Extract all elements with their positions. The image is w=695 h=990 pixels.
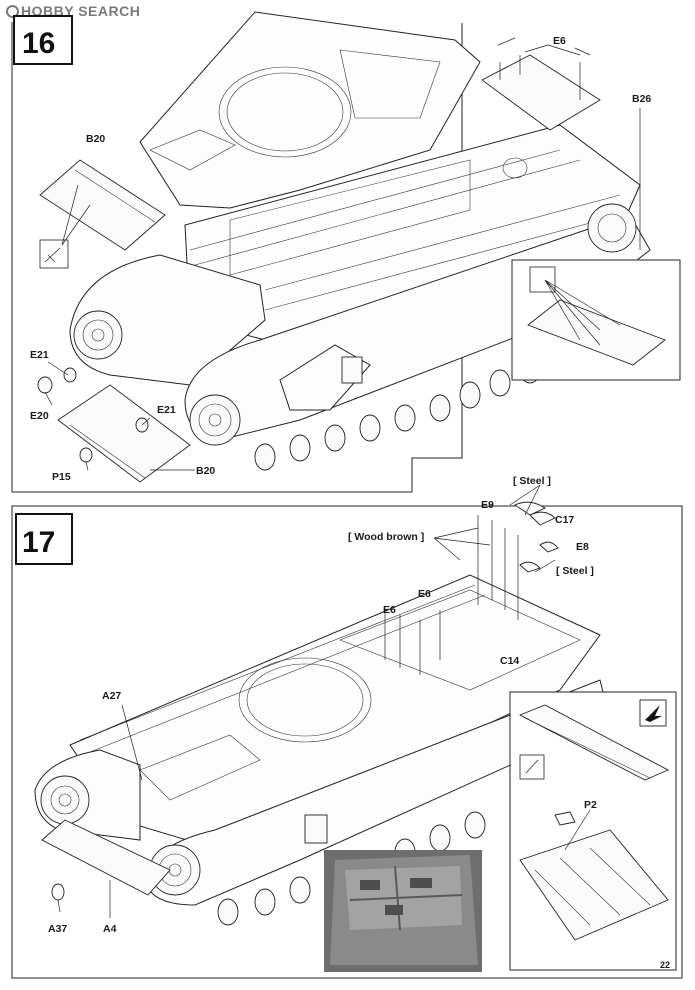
hull-assembly-16 — [69, 11, 651, 471]
label-a37: A37 — [48, 923, 67, 935]
label-b20-top: B20 — [86, 133, 105, 145]
logo-icon — [6, 5, 19, 18]
label-b20-bottom: B20 — [196, 465, 215, 477]
label-c17: C17 — [555, 514, 574, 526]
label-a27: A27 — [102, 690, 121, 702]
step-17-badge — [15, 513, 73, 565]
step-16-number: 16 — [22, 27, 55, 60]
label-b26: B26 — [632, 93, 651, 105]
part-b20-top — [39, 159, 166, 269]
label-e21-left: E21 — [30, 349, 49, 361]
detail-inset-p2 — [509, 691, 677, 971]
reference-photo — [324, 850, 482, 972]
label-e6-a: E6 — [383, 604, 396, 616]
label-wood-brown: [ Wood brown ] — [348, 531, 424, 543]
part-b20-bottom — [37, 361, 195, 483]
label-e9: E9 — [481, 499, 494, 511]
label-c14: C14 — [500, 655, 519, 667]
label-a4: A4 — [103, 923, 117, 935]
label-steel-top: [ Steel ] — [513, 475, 551, 487]
label-e8: E8 — [576, 541, 589, 553]
page-number: 22 — [660, 960, 670, 970]
label-e21-right: E21 — [157, 404, 176, 416]
detail-inset-b26 — [511, 259, 681, 381]
label-p2: P2 — [584, 799, 597, 811]
step-16-badge — [13, 15, 73, 65]
label-e20: E20 — [30, 410, 49, 422]
label-p15: P15 — [52, 471, 71, 483]
label-e6: E6 — [553, 35, 566, 47]
label-steel-right: [ Steel ] — [556, 565, 594, 577]
part-a4-a37 — [41, 704, 171, 918]
part-e6-b26 — [481, 37, 641, 250]
label-e6-b: E6 — [418, 588, 431, 600]
step-16-panel: 16 — [11, 11, 681, 493]
step-17-panel: 17 — [11, 475, 683, 979]
part-cluster-17 — [384, 484, 559, 675]
step-17-number: 17 — [22, 526, 55, 559]
